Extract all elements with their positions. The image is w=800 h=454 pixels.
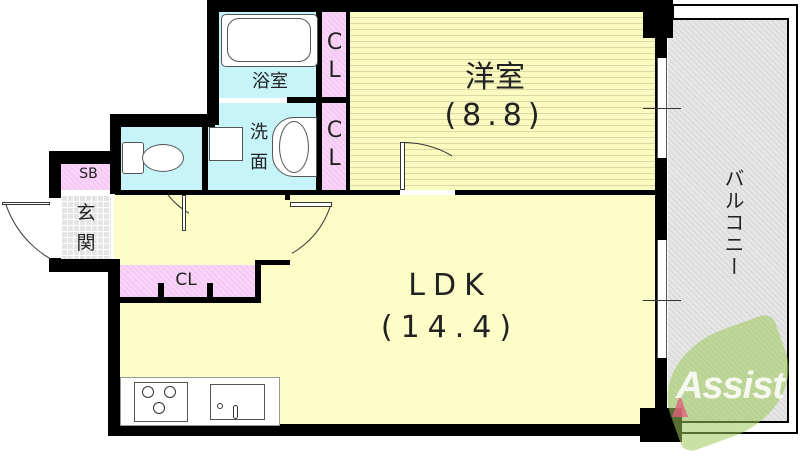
wall-closet-left xyxy=(316,12,322,195)
shoe-box-label: SB xyxy=(79,166,98,182)
washing-machine xyxy=(209,127,243,161)
entrance-floor xyxy=(61,195,111,259)
faucet-icon xyxy=(217,403,223,409)
wall-left-ldk xyxy=(108,260,120,436)
wall-toilet-right xyxy=(202,125,208,195)
closet-post-right xyxy=(207,283,213,297)
wall-closet-bottom-right xyxy=(255,262,261,303)
wall-closet-bottom-edge xyxy=(120,297,261,303)
wall-bottom xyxy=(108,424,658,436)
wall-mid-horizontal xyxy=(115,190,400,195)
burner-icon xyxy=(142,386,154,398)
toilet-bowl xyxy=(142,144,184,172)
wall-toilet-left xyxy=(110,114,121,194)
closet-mid xyxy=(322,103,347,190)
watermark-accent-icon xyxy=(672,395,688,417)
closet-post-left xyxy=(158,283,164,297)
watermark-logo: Assist xyxy=(649,311,800,454)
window-tick xyxy=(643,300,681,301)
closet-top-label-2: L xyxy=(328,58,341,83)
hallway-floor xyxy=(114,195,290,265)
washroom-label-1: 洗 xyxy=(250,122,268,143)
wall-hall-bottom xyxy=(255,260,290,265)
closet-bottom-label: CL xyxy=(175,270,197,290)
wall-entrance-top xyxy=(49,151,115,164)
washroom-label-2: 面 xyxy=(250,152,268,173)
closet-top-label-1: C xyxy=(326,30,343,55)
entrance-label-2: 関 xyxy=(76,232,96,254)
ldk-size: (14.4) xyxy=(380,310,520,345)
watermark-text: Assist xyxy=(675,365,785,407)
wall-entrance-left-top xyxy=(49,151,61,198)
closet-bottom xyxy=(120,265,255,297)
wall-toilet-top xyxy=(110,114,215,127)
entrance-label-1: 玄 xyxy=(76,202,96,224)
wall-bath-left xyxy=(207,0,219,125)
wall-closet-right xyxy=(346,12,350,190)
wall-hall-right xyxy=(285,195,290,200)
closet-mid-label-2: L xyxy=(328,146,341,171)
window-tick xyxy=(643,108,681,109)
wall-entrance-bottom xyxy=(49,259,120,272)
wall-mid-horizontal-right xyxy=(455,190,655,195)
wash-basin-bowl xyxy=(279,121,309,173)
toilet-door-leaf xyxy=(182,195,186,231)
window-ldk xyxy=(657,240,667,358)
toilet-tank xyxy=(122,142,144,174)
closet-mid-label-1: C xyxy=(326,118,343,143)
bathtub-inner xyxy=(227,18,311,62)
western-door-leaf xyxy=(400,142,405,190)
ldk-door-leaf xyxy=(290,202,332,207)
western-room-size: (8.8) xyxy=(444,98,546,133)
western-room-label: 洋室 xyxy=(465,60,525,95)
burner-icon xyxy=(164,386,176,398)
balcony-label: バルコニー xyxy=(721,168,745,278)
faucet-handle-icon xyxy=(233,405,238,419)
entrance-door-leaf xyxy=(2,202,50,205)
ldk-label: LDK xyxy=(408,268,492,303)
bathroom-label: 浴室 xyxy=(252,71,288,92)
burner-icon xyxy=(153,402,165,414)
wall-top xyxy=(207,0,657,12)
closet-top xyxy=(322,12,347,98)
shoe-box xyxy=(61,164,116,190)
